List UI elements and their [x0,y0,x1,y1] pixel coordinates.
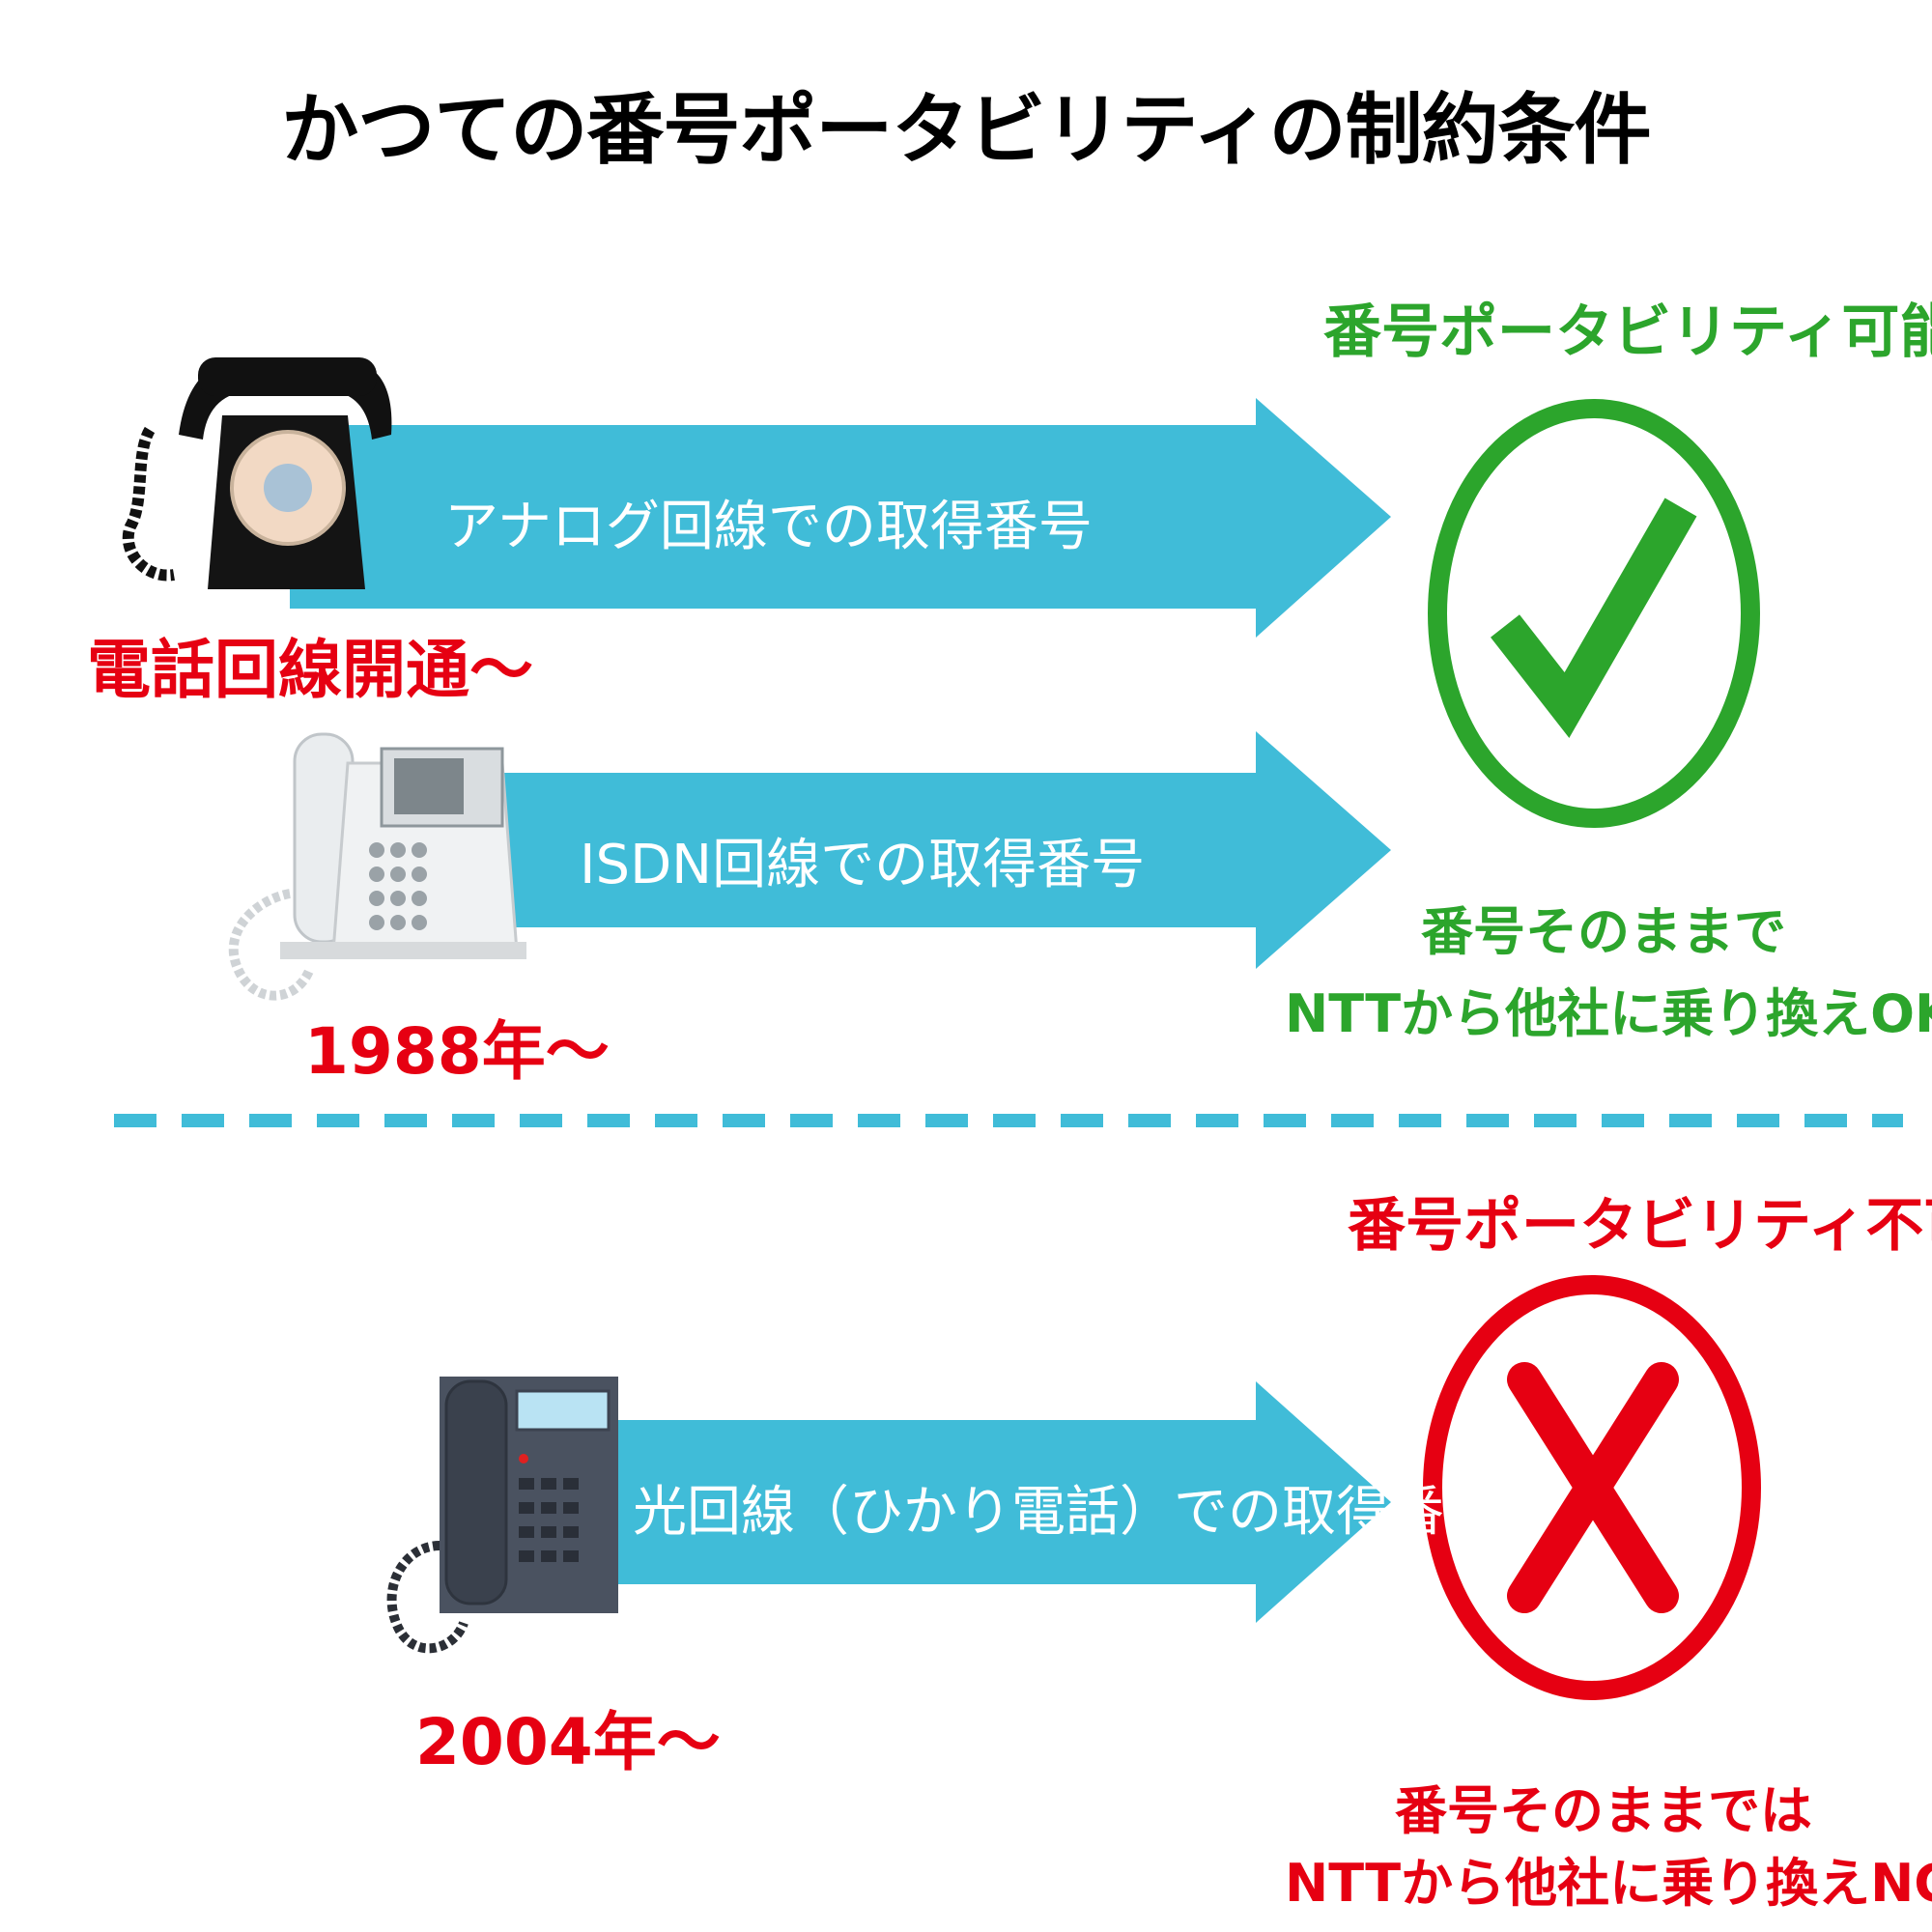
note-ng-line1: 番号そのままでは [1395,1780,1812,1841]
note-ok-line1: 番号そのままで [1421,901,1786,962]
cross-circle-icon [1423,1275,1761,1700]
rotary-phone-icon [122,357,392,589]
status-ng: 番号ポータビリティ不可 [1348,1192,1932,1260]
date-analog: 電話回線開通〜 [87,633,533,707]
arrow-label-analog: アナログ回線での取得番号 [444,496,1093,558]
page-title: かつての番号ポータビリティの制約条件 [281,85,1651,175]
office-phone-icon [386,1377,618,1654]
date-fiber: 2004年〜 [415,1705,721,1779]
arrow-label-isdn: ISDN回線での取得番号 [580,834,1146,896]
note-ok-line2: NTTから他社に乗り換えOK [1285,983,1932,1044]
arrow-isdn [406,731,1391,969]
ip-desk-phone-icon [228,732,526,1001]
arrow-label-fiber: 光回線（ひかり電話）での取得番号 [633,1481,1498,1544]
status-ok: 番号ポータビリティ可能 [1323,298,1932,366]
date-isdn: 1988年〜 [304,1014,610,1089]
note-ng-line2: NTTから他社に乗り換えNG [1285,1853,1932,1914]
arrow-analog [290,398,1391,638]
check-circle-icon [1428,399,1760,828]
arrow-fiber [560,1381,1391,1623]
